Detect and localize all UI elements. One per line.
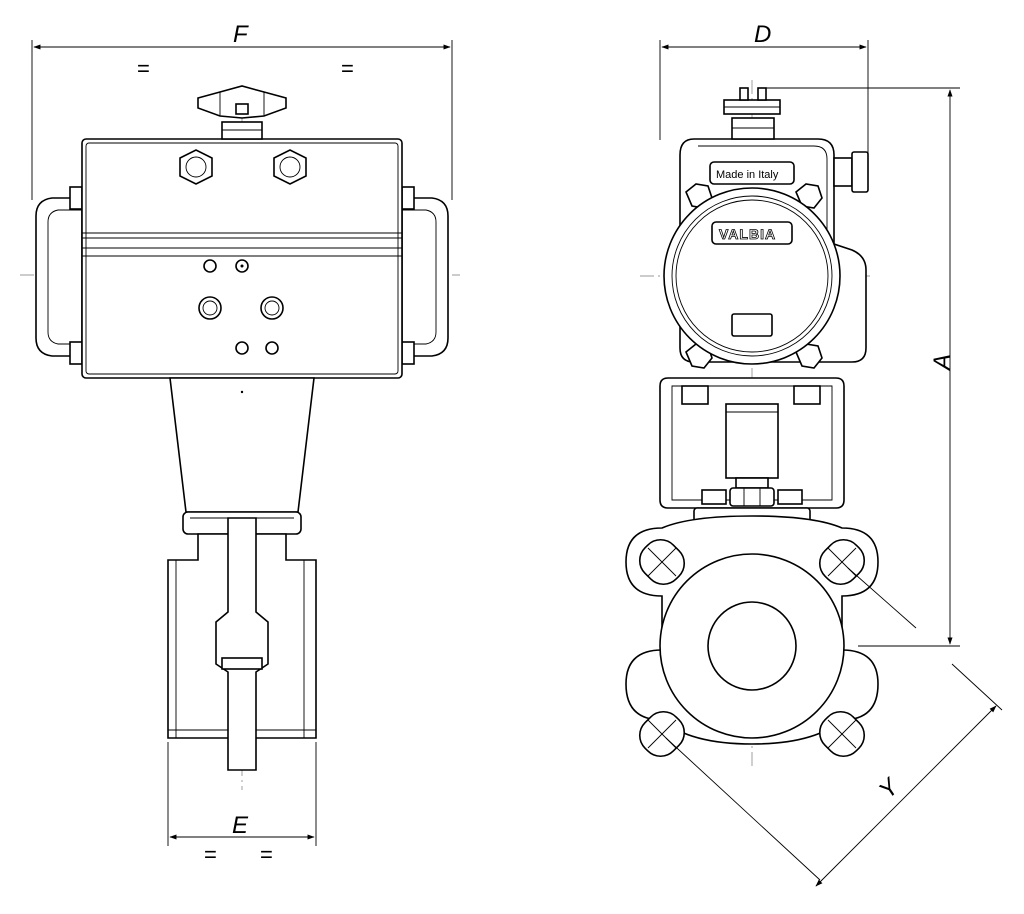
valve-bore-inner xyxy=(707,601,797,691)
dimension-label-F: F xyxy=(233,21,249,48)
dimension-E: E = = xyxy=(167,742,317,867)
brand-logo: VALBIA xyxy=(719,226,776,242)
dimension-label-D: D xyxy=(754,21,771,48)
bolt-slot xyxy=(638,538,686,586)
equal-mark: = xyxy=(204,842,217,867)
dimension-label-Y: Y xyxy=(874,772,906,804)
port xyxy=(235,341,249,355)
equal-mark: = xyxy=(260,842,273,867)
end-cap-bolt xyxy=(401,341,415,365)
air-port xyxy=(198,296,222,320)
hex-plug xyxy=(273,149,307,185)
bracket-screw xyxy=(793,385,821,405)
bracket-screw xyxy=(701,489,727,505)
brand-plate xyxy=(711,221,793,245)
front-view xyxy=(20,85,460,790)
indicator-cover xyxy=(663,187,841,365)
side-view: Made in Italy VALBIA xyxy=(625,80,879,770)
equal-mark: = xyxy=(341,56,354,81)
equal-mark: = xyxy=(137,56,150,81)
dimension-F: F = = xyxy=(31,21,453,200)
nameplate-text: Made in Italy xyxy=(716,169,779,181)
dimension-D: D xyxy=(659,21,869,156)
coupling-nut xyxy=(729,487,775,507)
window-indicator xyxy=(731,313,773,337)
disc-pin xyxy=(221,657,263,670)
nameplate-made-in-italy xyxy=(709,161,795,185)
indicator-base xyxy=(731,117,775,140)
valve-disc xyxy=(215,517,269,771)
dimension-A: A xyxy=(764,87,960,647)
port xyxy=(235,259,249,273)
dimension-label-A: A xyxy=(929,354,956,372)
end-cap-bolt xyxy=(69,341,83,365)
right-end-cap xyxy=(401,197,449,357)
bracket-screw xyxy=(777,489,803,505)
dimension-label-E: E xyxy=(232,812,249,839)
mounting-bracket xyxy=(169,377,315,513)
port xyxy=(203,259,217,273)
air-port xyxy=(260,296,284,320)
indicator-base xyxy=(221,121,263,140)
end-cap-bolt xyxy=(401,186,415,210)
coupling-shaft xyxy=(725,403,779,479)
left-end-cap xyxy=(35,197,83,357)
port xyxy=(265,341,279,355)
end-cap-bolt xyxy=(69,186,83,210)
side-fitting xyxy=(833,157,853,187)
bracket-screw xyxy=(681,385,709,405)
hex-plug xyxy=(179,149,213,185)
